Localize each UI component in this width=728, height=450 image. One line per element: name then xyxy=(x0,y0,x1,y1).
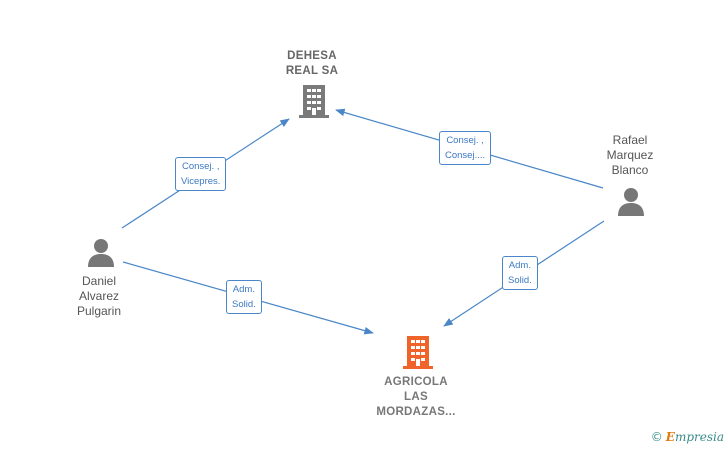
brand-name: mpresia xyxy=(674,430,724,444)
edge-label-daniel-agricola[interactable]: Adm. Solid. xyxy=(226,280,262,314)
person-icon[interactable] xyxy=(86,238,116,268)
node-label-agricola[interactable]: AGRICOLA LAS MORDAZAS... xyxy=(376,376,456,418)
building-icon[interactable] xyxy=(299,84,329,118)
edge-label-rafael-dehesa[interactable]: Consej. , Consej.... xyxy=(439,131,492,165)
node-label-rafael[interactable]: Rafael Marquez Blanco xyxy=(606,133,654,177)
building-icon[interactable] xyxy=(403,335,433,369)
edge-label-rafael-agricola[interactable]: Adm. Solid. xyxy=(502,256,538,290)
brand-initial: E xyxy=(665,430,675,444)
empresia-logo: ©Empresia xyxy=(651,430,724,444)
node-label-daniel[interactable]: Daniel Alvarez Pulgarin xyxy=(76,274,122,318)
node-label-dehesa[interactable]: DEHESA REAL SA xyxy=(285,50,339,77)
person-icon[interactable] xyxy=(616,187,646,217)
edge-label-daniel-dehesa[interactable]: Consej. , Vicepres. xyxy=(175,157,227,191)
copyright-symbol: © xyxy=(650,430,663,444)
